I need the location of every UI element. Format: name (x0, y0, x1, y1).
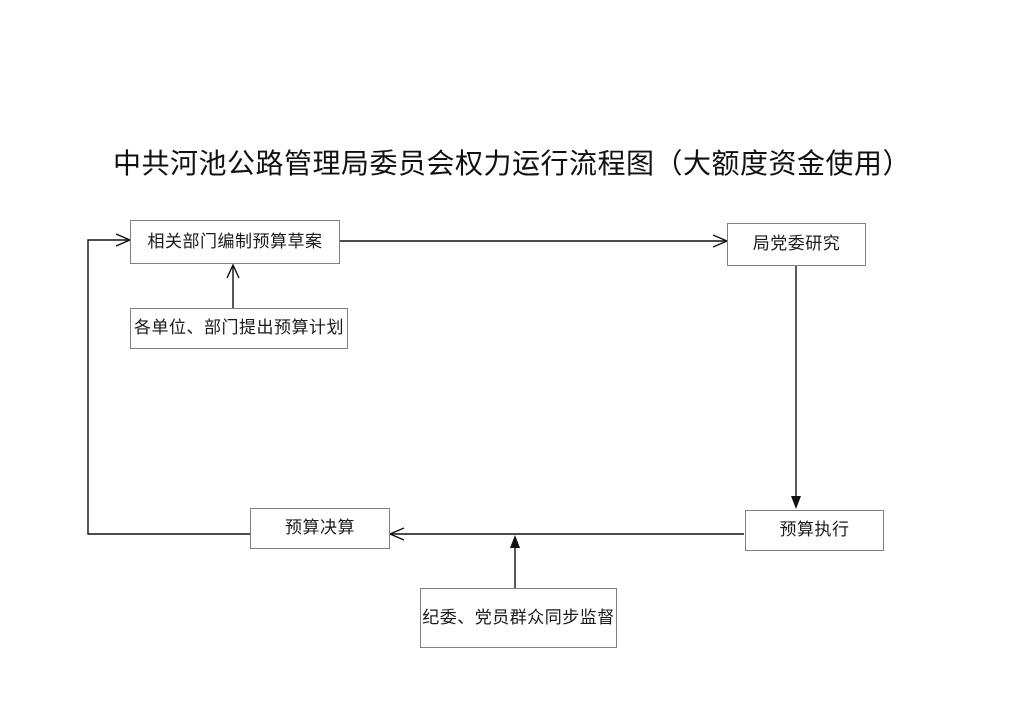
edge-execute-to-settlement (388, 527, 744, 541)
node-plan[interactable]: 各单位、部门提出预算计划 (130, 308, 348, 349)
edge-plan-to-draft (226, 263, 240, 308)
edge-settlement-to-draft-loop (87, 233, 250, 535)
edge-supervision-to-settlement (510, 535, 520, 588)
node-draft[interactable]: 相关部门编制预算草案 (130, 220, 340, 264)
node-settlement[interactable]: 预算决算 (250, 508, 390, 549)
edge-review-to-execute (791, 266, 801, 509)
edge-draft-to-review (340, 234, 729, 248)
page-title: 中共河池公路管理局委员会权力运行流程图（大额度资金使用） (112, 147, 911, 180)
node-review[interactable]: 局党委研究 (727, 223, 866, 266)
node-supervision[interactable]: 纪委、党员群众同步监督 (420, 588, 617, 648)
node-execute[interactable]: 预算执行 (745, 510, 884, 551)
